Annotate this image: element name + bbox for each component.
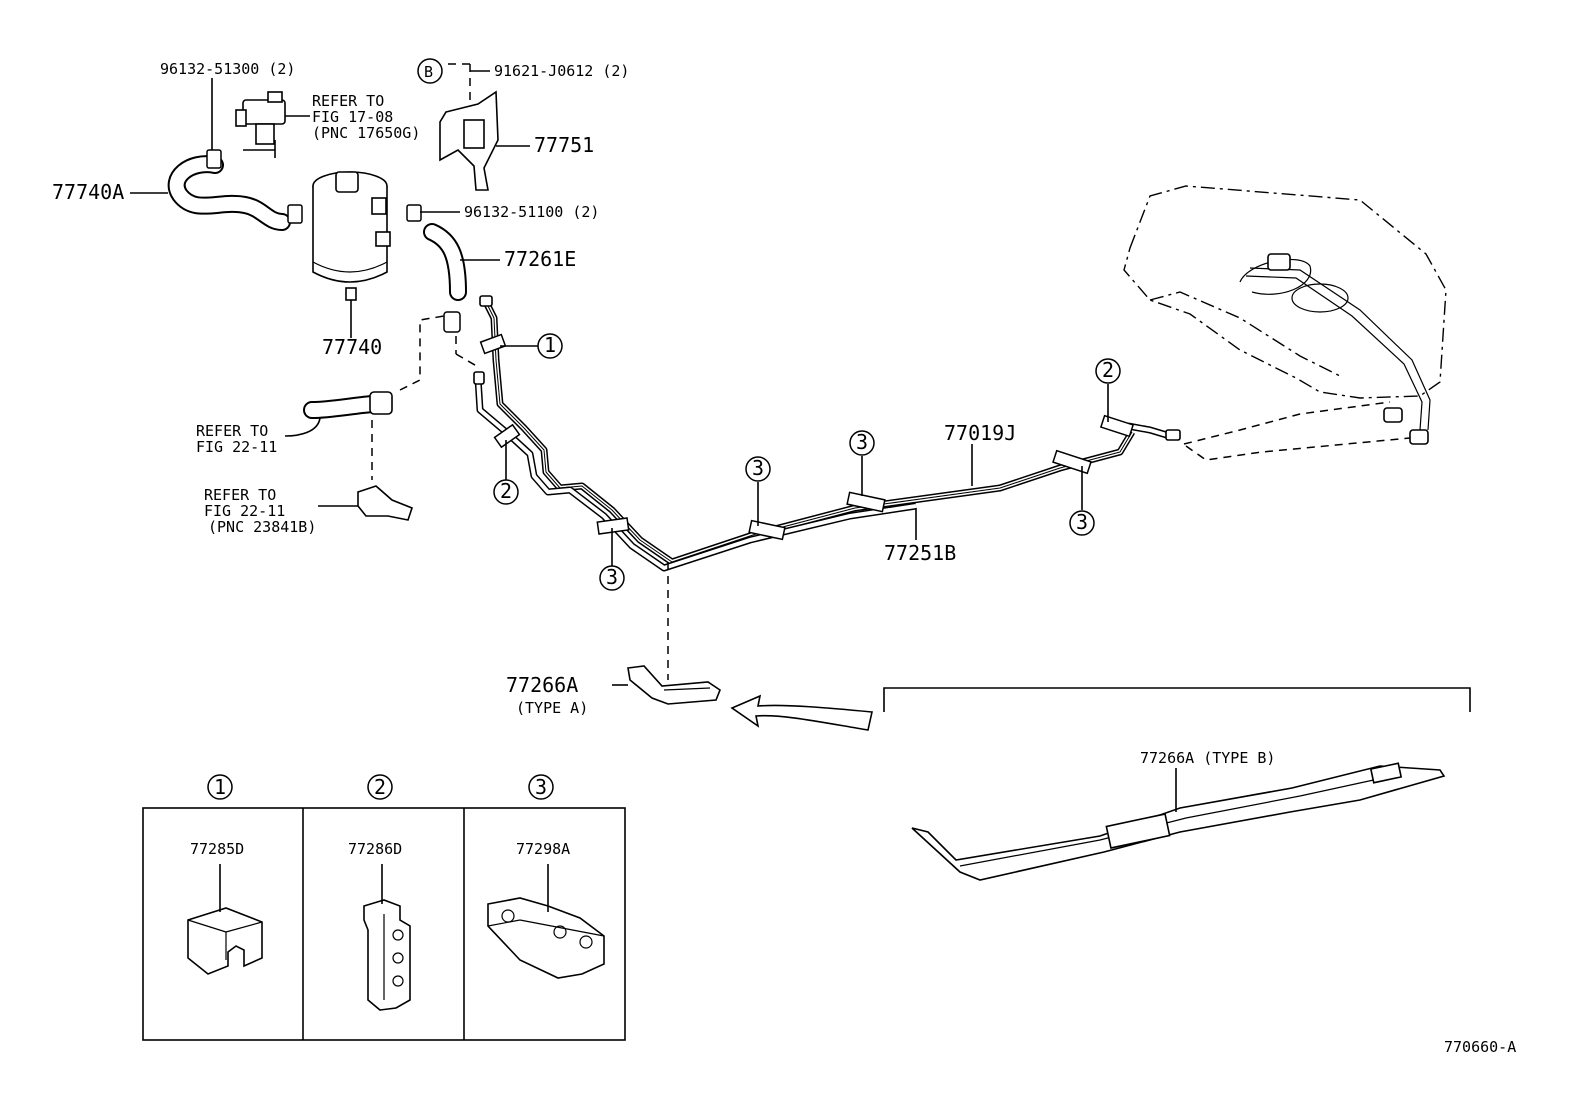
label-type-a: (TYPE A) (516, 699, 588, 717)
fuel-tank (1123, 185, 1447, 461)
label-pipe-77019j: 77019J (944, 421, 1016, 445)
callout-3-b: 3 (752, 456, 764, 480)
vsv-bracket-23841b (318, 485, 413, 521)
label-b-marker: B (424, 63, 433, 81)
label-clamp-77286d: 77286D (348, 840, 402, 858)
label-canister-77740: 77740 (322, 335, 382, 359)
label-refer-fig-22-11-a-line1: REFER TO (196, 422, 268, 440)
figure-number: 770660-A (1444, 1038, 1516, 1056)
callout-3-c: 3 (856, 430, 868, 454)
callout-3-d: 3 (1076, 510, 1088, 534)
legend-number-3: 3 (535, 775, 547, 799)
label-protector-type-b: 77266A (TYPE B) (1140, 749, 1275, 767)
label-protector-77266a: 77266A (506, 673, 578, 697)
label-hose-clamp-96132-51100: 96132-51100 (2) (464, 203, 599, 221)
label-refer-fig-22-11-a-line2: FIG 22-11 (196, 438, 277, 456)
label-refer-fig-22-11-b-line2: FIG 22-11 (204, 502, 285, 520)
legend-number-2: 2 (374, 775, 386, 799)
evap-hose-refer (284, 315, 481, 480)
callout-2-left: 2 (500, 479, 512, 503)
label-hose-clamp-96132-51300: 96132-51300 (2) (160, 60, 295, 78)
leader-lines-top (130, 63, 500, 261)
pipe-clamps (479, 333, 1135, 541)
label-hose-77740a: 77740A (52, 180, 124, 204)
bracket-77751 (439, 90, 530, 191)
label-pipe-77251b: 77251B (884, 541, 956, 565)
clamp-legend-table (142, 807, 626, 1041)
label-clamp-77285d: 77285D (190, 840, 244, 858)
protector-type-a (627, 562, 721, 705)
label-hose-77261e: 77261E (504, 247, 576, 271)
protector-type-b (911, 762, 1446, 881)
callout-circles (207, 58, 1121, 800)
label-clamp-91621-j0612: 91621-J0612 (2) (494, 62, 629, 80)
arrow-icon (730, 694, 873, 731)
hose-77261e (423, 223, 467, 301)
part-labels: 96132-51300 (2) REFER TO FIG 17-08 (PNC … (52, 60, 1516, 1056)
vsv-valve (235, 91, 310, 158)
label-clamp-77298a: 77298A (516, 840, 570, 858)
joint-clip (443, 311, 461, 333)
label-refer-fig-17-08-line3: (PNC 17650G) (312, 124, 420, 142)
hose-77740a (167, 155, 291, 231)
label-refer-fig-17-08-line2: FIG 17-08 (312, 108, 393, 126)
label-bracket-77751: 77751 (534, 133, 594, 157)
hose-clamp-icon (206, 149, 422, 224)
label-refer-fig-22-11-b-line3: (PNC 23841B) (208, 518, 316, 536)
callout-2-right: 2 (1102, 358, 1114, 382)
label-refer-fig-22-11-b-line1: REFER TO (204, 486, 276, 504)
detail-bracket-line (883, 687, 1471, 712)
label-refer-fig-17-08-line1: REFER TO (312, 92, 384, 110)
callout-leaders (500, 345, 1109, 686)
callout-3-a: 3 (606, 565, 618, 589)
legend-number-1: 1 (214, 775, 226, 799)
callout-1: 1 (544, 333, 556, 357)
charcoal-canister (312, 171, 391, 338)
